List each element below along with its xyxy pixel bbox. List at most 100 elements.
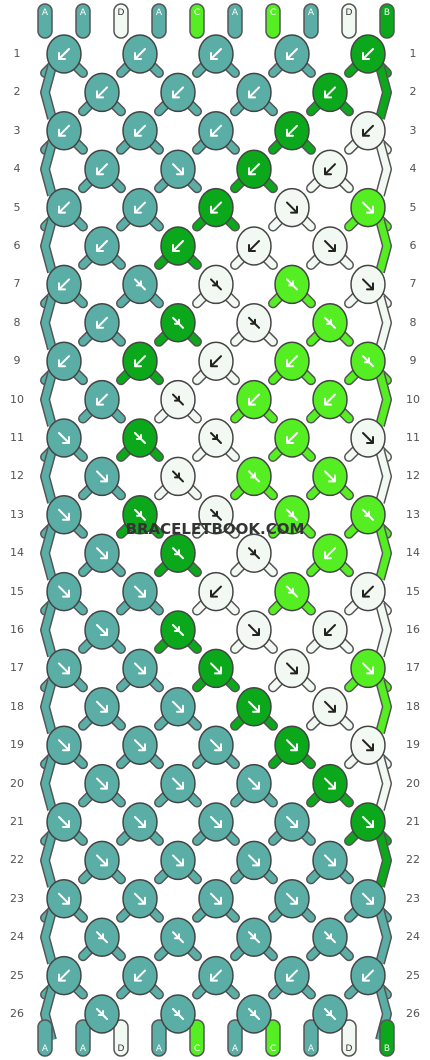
- row-number: 16: [406, 623, 420, 636]
- strand-label-top: A: [232, 8, 239, 18]
- row-number: 25: [406, 968, 420, 982]
- knot: [350, 34, 386, 74]
- knot: [46, 341, 82, 381]
- row-number: 4: [409, 162, 417, 176]
- row-number: 10: [10, 392, 24, 406]
- knot-direction-arrow-icon: [210, 48, 222, 60]
- row-number: 24: [10, 930, 24, 944]
- knot-direction-arrow-icon: [134, 739, 146, 752]
- bottom-strand: B: [379, 1019, 395, 1057]
- row-number: 9: [13, 354, 21, 368]
- knot: [122, 495, 158, 535]
- knot-direction-arrow-icon: [210, 355, 222, 368]
- top-strand: C: [265, 3, 281, 39]
- strand-tail-bottom: [37, 1019, 53, 1057]
- knot: [84, 456, 120, 497]
- knot-direction-arrow-icon: [286, 355, 298, 368]
- row-number: 23: [406, 891, 420, 905]
- strand-tail-bottom: [341, 1019, 357, 1057]
- row-number: 3: [409, 123, 417, 137]
- knot-direction-arrow-icon: [362, 739, 374, 752]
- bottom-strand: A: [37, 1019, 53, 1057]
- row-number: 11: [406, 431, 420, 444]
- knot: [46, 802, 82, 842]
- knot-direction-arrow-icon: [210, 739, 222, 752]
- knot: [84, 763, 120, 804]
- knot: [312, 687, 348, 727]
- bottom-strand: D: [113, 1019, 129, 1057]
- strand-tail-top: [379, 3, 395, 39]
- edge-thread-left: [41, 372, 56, 427]
- row-number: 7: [13, 277, 21, 291]
- watermark: BRACELETBOOK.COM: [125, 520, 305, 538]
- knot-direction-arrow-icon: [362, 892, 374, 905]
- knot-direction-arrow-icon: [210, 585, 222, 598]
- edge-thread-left: [41, 295, 56, 350]
- edge-thread-right: [376, 679, 391, 734]
- knot: [198, 187, 234, 228]
- edge-thread-right: [376, 65, 391, 120]
- knot: [122, 802, 158, 842]
- knot-direction-arrow-icon: [324, 547, 336, 560]
- knot: [312, 533, 348, 573]
- knot: [274, 111, 310, 151]
- knot-direction-arrow-icon: [172, 393, 184, 406]
- knot-direction-arrow-icon: [134, 48, 146, 60]
- strand-tail-bottom: [75, 1019, 91, 1057]
- knot-direction-arrow-icon: [210, 124, 222, 137]
- knot-direction-arrow-icon: [172, 547, 184, 560]
- strand-tail-top: [303, 3, 319, 39]
- knot: [46, 418, 82, 458]
- knot-direction-arrow-icon: [96, 931, 108, 944]
- strand-label-bottom: A: [42, 1044, 49, 1054]
- knot-direction-arrow-icon: [134, 892, 146, 905]
- knot-direction-arrow-icon: [134, 508, 146, 521]
- strand-label-bottom: B: [384, 1044, 390, 1054]
- row-number: 20: [10, 776, 24, 790]
- strand-tail-bottom: [265, 1019, 281, 1057]
- knot-direction-arrow-icon: [324, 700, 336, 713]
- strand-tail-bottom: [151, 1019, 167, 1057]
- row-number: 21: [406, 815, 420, 828]
- knot: [46, 879, 82, 919]
- knot: [350, 955, 386, 996]
- knot-direction-arrow-icon: [210, 432, 222, 444]
- knot-direction-arrow-icon: [286, 892, 298, 905]
- knot: [312, 840, 348, 881]
- strand-tail-top: [113, 3, 129, 39]
- top-strand: D: [113, 3, 129, 39]
- edge-thread-left: [41, 833, 56, 888]
- knot: [312, 610, 348, 650]
- row-number: 2: [409, 85, 417, 99]
- row-number: 25: [10, 968, 24, 982]
- row-number: 6: [13, 239, 21, 252]
- strand-tail-top: [75, 3, 91, 39]
- knot-direction-arrow-icon: [324, 854, 336, 867]
- row-number: 8: [13, 315, 21, 329]
- knot: [312, 994, 348, 1034]
- knot: [46, 264, 82, 305]
- row-number: 26: [10, 1007, 24, 1020]
- bottom-strand: A: [75, 1019, 91, 1057]
- row-number: 16: [10, 623, 24, 636]
- knot: [312, 763, 348, 804]
- knot: [236, 149, 272, 189]
- knot-direction-arrow-icon: [324, 86, 336, 99]
- knot-direction-arrow-icon: [286, 508, 298, 521]
- knot-direction-arrow-icon: [58, 278, 70, 291]
- knot-direction-arrow-icon: [96, 1008, 108, 1020]
- knot-direction-arrow-icon: [96, 316, 108, 329]
- row-number: 19: [406, 738, 420, 752]
- knot: [84, 303, 120, 343]
- edge-thread-right: [376, 295, 391, 350]
- knot-direction-arrow-icon: [58, 124, 70, 137]
- knot: [236, 226, 272, 266]
- strand-label-top: D: [118, 8, 125, 18]
- knot-direction-arrow-icon: [286, 816, 298, 828]
- knot-direction-arrow-icon: [362, 969, 374, 982]
- knot-direction-arrow-icon: [96, 854, 108, 867]
- knot-direction-arrow-icon: [248, 86, 260, 99]
- strand-tail-top: [37, 3, 53, 39]
- knot-direction-arrow-icon: [134, 816, 146, 828]
